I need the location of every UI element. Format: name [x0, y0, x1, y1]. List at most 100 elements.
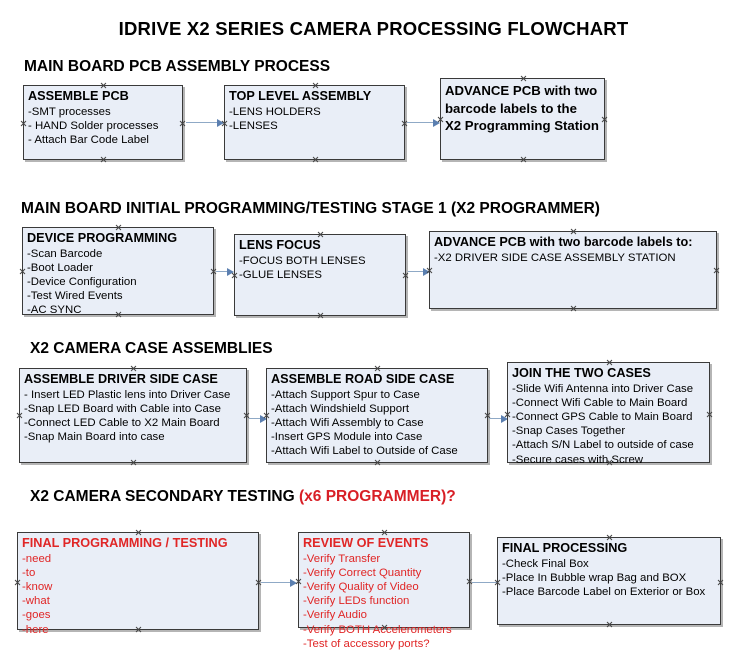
node-line: -Attach Wifi Assembly to Case — [271, 416, 424, 429]
node-review-of-events[interactable]: REVIEW OF EVENTS -Verify Transfer -Verif… — [298, 532, 470, 650]
node-title: FINAL PROGRAMMING / TESTING — [22, 536, 228, 550]
arrow-head-icon — [217, 118, 224, 127]
node-line: -Secure cases with Screw — [512, 453, 644, 466]
section-heading-text: X2 CAMERA CASE ASSEMBLIES — [30, 340, 273, 357]
node-line: -Scan Barcode — [27, 247, 103, 260]
resize-handle-bottom[interactable] — [130, 459, 137, 466]
node-top-level-assembly[interactable]: TOP LEVEL ASSEMBLY -LENS HOLDERS -LENSES — [224, 85, 405, 160]
section-heading-x2-camera-secondary-testing: X2 CAMERA SECONDARY TESTING (x6 PROGRAMM… — [30, 488, 456, 506]
node-line: -Connect Wifi Cable to Main Board — [512, 396, 688, 409]
section-heading-text: MAIN BOARD PCB ASSEMBLY PROCESS — [24, 58, 331, 75]
node-line: -Verify Correct Quantity — [303, 566, 422, 579]
node-line: - Insert LED Plastic lens into Driver Ca… — [24, 388, 231, 401]
connector-assemble-pcb-to-top-level-assembly — [186, 118, 224, 127]
node-line: -Slide Wifi Antenna into Driver Case — [512, 382, 694, 395]
node-line: -GLUE LENSES — [239, 268, 322, 281]
node-line: -Device Configuration — [27, 275, 137, 288]
arrow-head-icon — [227, 267, 234, 276]
connector-driver-side-case-to-road-side-case — [249, 414, 267, 423]
node-assemble-pcb[interactable]: ASSEMBLE PCB -SMT processes - HAND Solde… — [23, 85, 183, 160]
connector-lens-focus-to-advance-pcb-driver-side — [408, 267, 430, 276]
node-line: -Attach S/N Label to outside of case — [512, 439, 694, 452]
resize-handle-bottom[interactable] — [570, 305, 577, 312]
node-line: -Connect GPS Cable to Main Board — [512, 410, 693, 423]
node-title: FINAL PROCESSING — [502, 541, 628, 555]
connector-top-level-assembly-to-advance-pcb — [407, 118, 440, 127]
node-line: -Connect LED Cable to X2 Main Board — [24, 416, 220, 429]
connector-line — [407, 122, 433, 124]
node-body: TOP LEVEL ASSEMBLY -LENS HOLDERS -LENSES — [225, 86, 404, 135]
node-line: -Snap Cases Together — [512, 425, 626, 438]
node-line: -Verify BOTH Accelerometers — [303, 623, 452, 636]
connector-device-programming-to-lens-focus — [216, 267, 234, 276]
arrow-head-icon — [260, 414, 267, 423]
node-title: ASSEMBLE ROAD SIDE CASE — [271, 372, 455, 386]
section-heading-main-board-initial-programming-testing-stage-1: MAIN BOARD INITIAL PROGRAMMING/TESTING S… — [21, 200, 600, 218]
node-device-programming[interactable]: DEVICE PROGRAMMING -Scan Barcode -Boot L… — [22, 227, 214, 317]
connector-final-programming-to-review-of-events — [261, 578, 297, 587]
node-line: -FOCUS BOTH LENSES — [239, 254, 366, 267]
node-advance-pcb-to-driver-side-case-assembly-station[interactable]: ADVANCE PCB with two barcode labels to: … — [429, 231, 717, 309]
node-line: -Check Final Box — [502, 557, 589, 570]
node-line: -Attach Wifi Label to Outside of Case — [271, 445, 458, 458]
node-body: ASSEMBLE DRIVER SIDE CASE - Insert LED P… — [20, 369, 246, 446]
node-line: -what — [22, 595, 50, 608]
node-line: -Attach Windshield Support — [271, 402, 410, 415]
node-title: LENS FOCUS — [239, 238, 321, 252]
arrow-head-icon — [501, 414, 508, 423]
node-line: -know — [22, 580, 53, 593]
resize-handle-bottom[interactable] — [312, 156, 319, 163]
resize-handle-bottom[interactable] — [100, 156, 107, 163]
resize-handle-bottom[interactable] — [606, 621, 613, 628]
node-final-processing[interactable]: FINAL PROCESSING -Check Final Box -Place… — [497, 537, 721, 625]
node-assemble-road-side-case[interactable]: ASSEMBLE ROAD SIDE CASE -Attach Support … — [266, 368, 488, 463]
section-heading-text: X2 CAMERA SECONDARY TESTING — [30, 488, 299, 505]
node-line: -Verify Transfer — [303, 552, 381, 565]
resize-handle-right[interactable] — [713, 267, 720, 274]
node-line: -SMT processes — [28, 105, 111, 118]
node-title: ASSEMBLE DRIVER SIDE CASE — [24, 372, 218, 386]
node-body: FINAL PROCESSING -Check Final Box -Place… — [498, 538, 720, 601]
node-line: -Verify Audio — [303, 609, 367, 622]
node-body: LENS FOCUS -FOCUS BOTH LENSES -GLUE LENS… — [235, 235, 405, 284]
connector-line — [489, 418, 501, 420]
node-title: TOP LEVEL ASSEMBLY — [229, 89, 372, 103]
node-advance-pcb-to-x2-programming-station[interactable]: ADVANCE PCB with two barcode labels to t… — [440, 78, 605, 160]
resize-handle-bottom[interactable] — [520, 156, 527, 163]
node-line: -X2 DRIVER SIDE CASE ASSEMBLY STATION — [434, 251, 676, 264]
resize-handle-bottom[interactable] — [317, 312, 324, 319]
section-heading-text: MAIN BOARD INITIAL PROGRAMMING/TESTING S… — [21, 200, 600, 217]
node-line: -Boot Loader — [27, 261, 93, 274]
node-line: -Place Barcode Label on Exterior or Box — [502, 585, 706, 598]
node-body: REVIEW OF EVENTS -Verify Transfer -Verif… — [299, 533, 469, 653]
connector-line — [261, 582, 290, 584]
node-line: -Snap Main Board into case — [24, 431, 165, 444]
arrow-head-icon — [433, 118, 440, 127]
connector-line — [186, 122, 217, 124]
node-lens-focus[interactable]: LENS FOCUS -FOCUS BOTH LENSES -GLUE LENS… — [234, 234, 406, 316]
node-title: ASSEMBLE PCB — [28, 89, 129, 103]
node-line: - Attach Bar Code Label — [28, 133, 149, 146]
node-line: -Verify Quality of Video — [303, 580, 419, 593]
connector-line — [408, 271, 423, 273]
node-body: ADVANCE PCB with two barcode labels to t… — [441, 79, 604, 136]
node-join-the-two-cases[interactable]: JOIN THE TWO CASES -Slide Wifi Antenna i… — [507, 362, 710, 466]
node-final-programming-testing[interactable]: FINAL PROGRAMMING / TESTING -need -to -k… — [17, 532, 259, 636]
node-line: - HAND Solder processes — [28, 119, 159, 132]
node-line: -AC SYNC — [27, 304, 82, 317]
node-line: -to — [22, 566, 36, 579]
connector-line — [249, 418, 260, 420]
node-assemble-driver-side-case[interactable]: ASSEMBLE DRIVER SIDE CASE - Insert LED P… — [19, 368, 247, 463]
node-line: -Place In Bubble wrap Bag and BOX — [502, 571, 687, 584]
connector-line — [216, 271, 227, 273]
node-line: barcode labels to the — [445, 101, 577, 116]
node-body: FINAL PROGRAMMING / TESTING -need -to -k… — [18, 533, 258, 639]
node-line: -LENS HOLDERS — [229, 105, 321, 118]
section-heading-main-board-pcb-assembly-process: MAIN BOARD PCB ASSEMBLY PROCESS — [24, 58, 330, 76]
node-title: DEVICE PROGRAMMING — [27, 231, 178, 245]
node-line: -need — [22, 552, 52, 565]
node-line: -Verify LEDs function — [303, 595, 410, 608]
node-line: -Attach Support Spur to Case — [271, 388, 420, 401]
page-title: IDRIVE X2 SERIES CAMERA PROCESSING FLOWC… — [118, 18, 629, 39]
